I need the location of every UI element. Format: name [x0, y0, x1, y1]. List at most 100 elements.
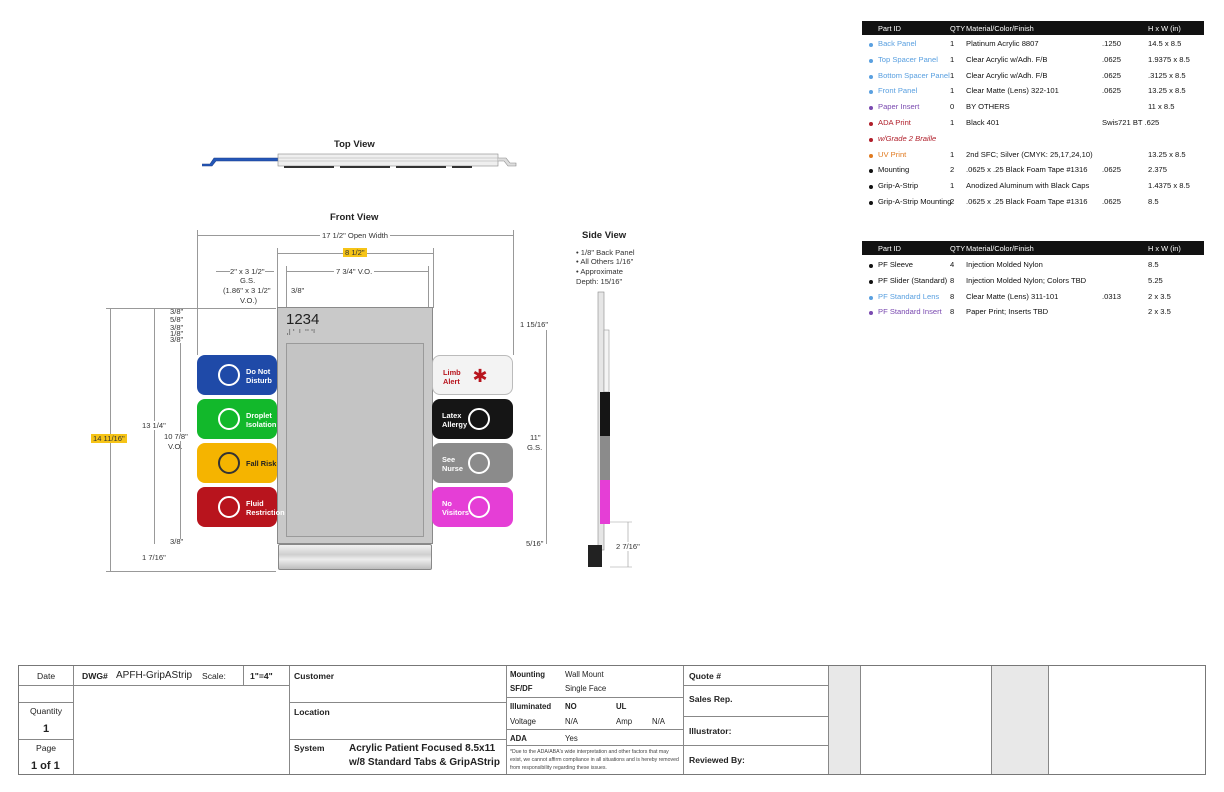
height-14-1116-label: 14 11/16" — [91, 434, 127, 443]
customer-label: Customer — [294, 671, 335, 681]
width-85-label: 8 1/2" — [343, 248, 367, 257]
part-qty: 8 — [950, 275, 955, 285]
part-id: Grip-A-Strip Mounting — [878, 197, 952, 206]
top-view-title: Top View — [334, 139, 375, 150]
vo-right-ext — [428, 266, 429, 308]
part-size: 8.5 — [1148, 197, 1159, 206]
disclaimer-2: exist, we cannot affirm compliance in al… — [510, 757, 679, 763]
bullet-icon — [869, 185, 873, 190]
voltage-label: Voltage — [510, 717, 537, 726]
vo-width-label: 7 3/4" V.O. — [334, 267, 375, 276]
part-material: Black 401 — [966, 118, 1000, 127]
no-latex-icon — [468, 408, 490, 430]
stack-label-3: 3/8" — [170, 323, 184, 332]
bullet-icon — [869, 122, 873, 126]
part-qty: 8 — [950, 307, 955, 317]
part-thickness: .0625 — [1102, 197, 1122, 206]
part-size: 1.4375 x 8.5 — [1148, 181, 1190, 191]
header-size: H x W (in) — [1148, 244, 1181, 253]
part-material: BY OTHERS — [966, 102, 1010, 112]
part-id: ADA Print — [878, 118, 911, 127]
side-view-drawing — [588, 290, 648, 572]
part-material: Clear Matte (Lens) 311-101 — [966, 291, 1059, 301]
gs-line1: 2" x 3 1/2" — [230, 267, 265, 276]
tab-label: Droplet — [246, 411, 272, 420]
bullet-icon — [869, 137, 873, 142]
part-id: PF Standard Insert — [878, 307, 942, 317]
width-85-right-ext — [433, 248, 434, 308]
gs-line2: G.S. — [240, 276, 256, 285]
height-vo-label: V.O. — [168, 442, 183, 451]
side-note-1: • 1/8" Back Panel — [576, 248, 635, 257]
part-id: PF Sleeve — [878, 260, 914, 269]
three-eighths-top: 3/8" — [291, 286, 305, 295]
scale-label: Scale: — [202, 671, 226, 681]
voltage-value: N/A — [565, 717, 578, 726]
gs-line3: (1.86" x 3 1/2" — [223, 286, 271, 295]
tab-label: Visitors — [442, 508, 469, 517]
part-material: 2nd SFC; Silver (CMYK: 25,17,24,10) — [966, 149, 1093, 159]
part-qty: 0 — [950, 102, 955, 112]
right-gs-label: G.S. — [527, 443, 543, 452]
mounting-value: Wall Mount — [565, 670, 604, 679]
height-13-14-label: 13 1/4" — [142, 421, 166, 430]
tab-fall-risk[interactable]: Fall Risk — [197, 443, 277, 483]
vo-left-ext — [286, 266, 287, 308]
amp-label: Amp — [616, 717, 633, 726]
part-qty: 1 — [950, 86, 955, 96]
system-label: System — [294, 743, 325, 753]
tab-label: Restriction — [246, 508, 285, 517]
side-view-title: Side View — [582, 230, 627, 241]
side-note-4: Depth: 15/16" — [576, 277, 623, 286]
tab-label: See — [442, 455, 456, 464]
height-bottom-ext — [106, 571, 276, 572]
tab-label: Latex — [442, 411, 462, 420]
part-id: Top Spacer Panel — [878, 54, 938, 64]
sales-rep-label: Sales Rep. — [689, 694, 733, 704]
braille-text: ⠼⠁⠃⠉⠙ — [286, 330, 317, 337]
part-id: PF Slider (Standard) — [878, 275, 948, 285]
part-thickness: .1250 — [1102, 39, 1122, 48]
title-block-blank-1 — [861, 666, 992, 774]
open-width-left-ext — [197, 230, 198, 355]
part-qty: 2 — [950, 165, 955, 175]
header-material: Material/Color/Finish — [966, 244, 1034, 253]
part-material: Platinum Acrylic 8807 — [966, 39, 1039, 48]
stack-label-5: 3/8" — [170, 335, 184, 344]
part-size: 8.5 — [1148, 260, 1159, 269]
no-fluid-icon — [218, 496, 240, 518]
part-thickness: .0313 — [1102, 291, 1122, 301]
part-qty: 2 — [950, 197, 955, 206]
title-block: Date Quantity 1 Page 1 of 1 DWG# APFH-Gr… — [18, 665, 1206, 775]
droplet-icon — [218, 408, 240, 430]
header-material: Material/Color/Finish — [966, 24, 1034, 33]
part-id: Mounting — [878, 165, 910, 175]
part-size: .3125 x 8.5 — [1148, 70, 1186, 80]
part-thickness: .0625 — [1102, 86, 1122, 96]
part-id: Paper Insert — [878, 102, 920, 112]
disclaimer-3: from responsibility regarding these issu… — [510, 765, 607, 771]
part-material: Clear Acrylic w/Adh. F/B — [966, 70, 1048, 80]
bullet-icon — [869, 169, 873, 174]
part-size: 2 x 3.5 — [1148, 291, 1171, 301]
part-qty: 1 — [950, 39, 955, 48]
do-not-disturb-icon — [218, 364, 240, 386]
part-id: Front Panel — [878, 86, 918, 96]
tab-label: No — [442, 499, 452, 508]
page-label: Page — [36, 743, 57, 753]
